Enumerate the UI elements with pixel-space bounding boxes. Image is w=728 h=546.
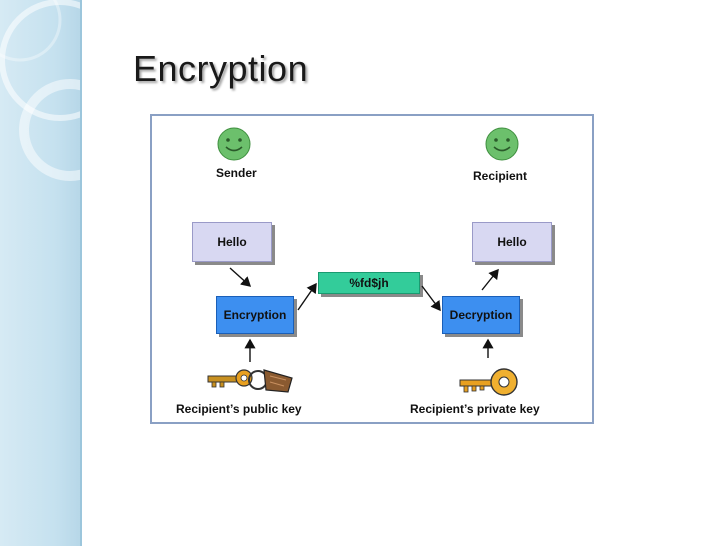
gold-key-icon bbox=[459, 368, 518, 396]
arrow-icon bbox=[481, 268, 499, 291]
side-divider bbox=[80, 0, 82, 546]
recipient-label: Recipient bbox=[473, 169, 528, 183]
sender-smiley-face-icon bbox=[217, 127, 251, 161]
plaintext-box-recipient: Hello bbox=[472, 222, 552, 262]
sender-label: Sender bbox=[216, 166, 257, 180]
key-ring-icon bbox=[207, 369, 293, 393]
diagram-frame: Sender Recipient Hello Hello %fd$jh Encr… bbox=[150, 114, 594, 424]
decorative-circles bbox=[0, 0, 80, 181]
arrow-icon bbox=[421, 285, 441, 312]
decryption-box: Decryption bbox=[442, 296, 520, 334]
public-key-label: Recipient’s public key bbox=[176, 402, 302, 416]
private-key-label: Recipient’s private key bbox=[410, 402, 540, 416]
arrow-icon bbox=[297, 282, 317, 311]
recipient-smiley-face-icon bbox=[485, 127, 519, 161]
flow-arrows bbox=[229, 267, 499, 362]
decorative-side-panel bbox=[0, 0, 80, 546]
arrow-icon bbox=[229, 267, 252, 287]
plaintext-box-sender: Hello bbox=[192, 222, 272, 262]
ciphertext-box: %fd$jh bbox=[318, 272, 420, 294]
encryption-box: Encryption bbox=[216, 296, 294, 334]
slide-title: Encryption bbox=[133, 48, 309, 89]
